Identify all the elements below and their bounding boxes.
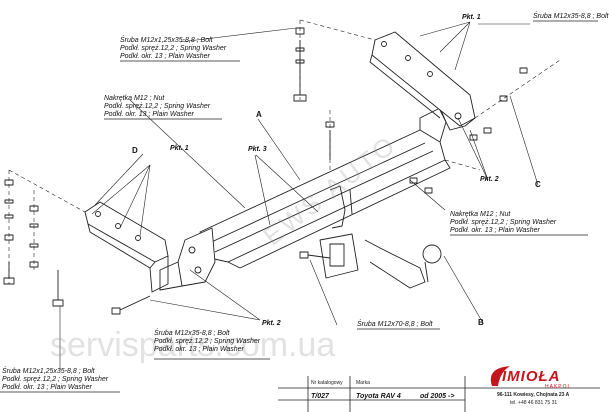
company-logo-text: IMIOŁA: [502, 368, 561, 385]
center-bracket-pkt3: [329, 185, 353, 229]
point-label-pkt2-right: Pkt. 2: [480, 176, 499, 183]
footer-catalog-value: T/027: [311, 393, 329, 400]
part-letter-a: A: [256, 110, 262, 119]
label-bottom-left-bolt: Śruba M12x1,25x35-8,8 ; Bolt Podkł. sprę…: [2, 368, 109, 391]
footer-brand-label: Marka: [356, 380, 370, 386]
brand-logo-swoosh: [490, 366, 510, 386]
company-sub-text: HAKPOL: [545, 384, 572, 390]
watermark-bottom: servisparts.com.ua: [50, 326, 336, 364]
label-mid-left-nut: Nakrętka M12 ; Nut Podkł. spręż.12,2 ; S…: [104, 95, 211, 118]
bolts-bottom-center: [111, 251, 331, 315]
footer-year-value: od 2005 ->: [420, 393, 455, 400]
nuts-right-stack: [409, 67, 528, 194]
ball-mount-b: [319, 233, 442, 289]
footer-model-value: Toyota RAV 4: [356, 393, 401, 400]
label-underlines: [0, 20, 598, 393]
right-arm-plate-c: [369, 31, 476, 131]
point-label-pkt1-left: Pkt. 1: [170, 145, 189, 152]
bolts-left-stack: [3, 179, 64, 307]
label-top-left-bolt: Śruba M12x1,25x35-8,8 ; Bolt Podkł. sprę…: [120, 37, 227, 60]
part-letter-d: D: [132, 146, 138, 155]
footer-catalog-label: Nr katalogowy: [311, 380, 343, 386]
part-letter-b: B: [478, 318, 484, 327]
company-phone: tel. +48 46 831 75 31: [510, 400, 558, 406]
left-mounting-bracket: [159, 227, 216, 291]
label-center-bolt-m12x70: Śruba M12x70-8,8 ; Bolt: [357, 321, 433, 328]
label-mid-right-nut: Nakrętka M12 ; Nut Podkł. spręż.12,2 ; S…: [450, 211, 557, 234]
company-address: 96-111 Kowiesy, Chojnata 23 A: [497, 392, 570, 398]
crossbar-beam: [199, 107, 451, 269]
point-label-pkt3: Pkt. 3: [248, 146, 267, 153]
alignment-centerlines: [8, 19, 561, 284]
label-top-right-bolt: Śruba M12x35-8,8 ; Bolt: [533, 13, 609, 20]
part-letter-c: C: [535, 180, 541, 189]
label-bottom-center-bolt: Śruba M12x35-8,8 ; Bolt Podkł. spręż.12,…: [154, 330, 261, 353]
point-label-pkt1-top: Pkt. 1: [462, 14, 481, 21]
leader-lines: [59, 21, 539, 370]
point-label-pkt2-bottom: Pkt. 2: [262, 320, 281, 327]
left-arm-plate-d: [84, 201, 169, 293]
title-block-frame: [278, 376, 600, 412]
